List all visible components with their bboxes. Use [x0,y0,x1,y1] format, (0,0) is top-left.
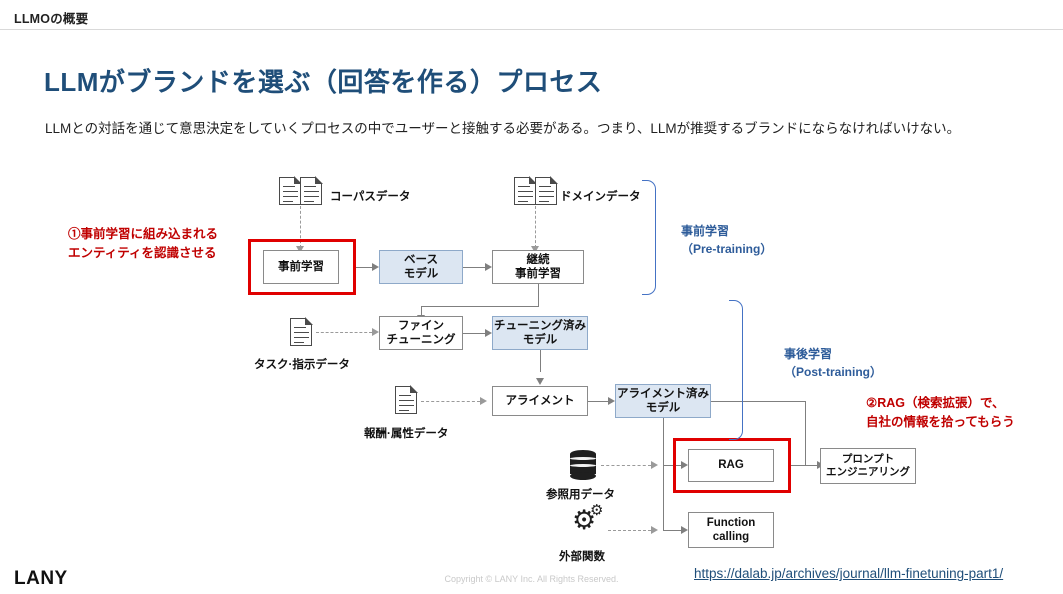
arrow-line-base-continued [463,267,485,268]
arrow-line-trunk-function [663,530,681,531]
arrow-head-trunk-function [681,526,688,534]
arrow-line-continued-left [421,306,539,307]
source-link[interactable]: https://dalab.jp/archives/journal/llm-fi… [694,566,1004,581]
task-feed-line [316,332,372,333]
node-prompt-engineering: プロンプト エンジニアリング [820,448,916,484]
label-pre-training: 事前学習 （Pre-training） [681,224,773,256]
reference-feed-line [601,465,651,466]
highlight-box-rag [673,438,791,493]
label-external-function: 外部関数 [559,551,605,563]
arrow-line-aligned-right [711,401,805,402]
arrow-line-tuned-down [540,350,541,371]
arrow-head-finetune-tuned [485,329,492,337]
domain-doc-icon-2 [535,176,558,205]
node-continued-pretrain: 継続 事前学習 [492,250,584,284]
label-task-instruction-data: タスク·指示データ [254,359,350,371]
corpus-feed-arrow [296,246,304,253]
domain-feed-arrow [531,246,539,253]
highlight-box-pretrain [248,239,356,295]
label-post-training: 事後学習 （Post-training） [784,347,882,379]
arrow-line-aligned-down [805,401,806,465]
arrow-line-rag-prompt [791,465,817,466]
node-alignment-label: アライメント [505,394,575,407]
reward-doc-icon [395,385,418,414]
annotation-two: ②RAG（検索拡張）で、 自社の情報を拾ってもらう [866,396,1015,429]
node-function-calling: Function calling [688,512,774,548]
reward-feed-arrow [480,397,487,405]
page-subtitle: LLMとの対話を通じて意思決定をしていくプロセスの中でユーザーと接触する必要があ… [45,121,961,136]
node-pretrain: 事前学習 [263,250,339,284]
arrow-head-tuned-alignment [536,378,544,385]
domain-feed-line [535,206,536,248]
arrow-line-tuned-left [540,371,541,372]
node-finetune: ファイン チューニング [379,316,463,350]
arrow-line-trunk-down [663,418,664,530]
annotation-one: ①事前学習に組み込まれる エンティティを認識させる [68,227,219,260]
arrow-head-base-continued [485,263,492,271]
label-reference-data: 参照用データ [546,489,615,501]
page-title: LLMがブランドを選ぶ（回答を作る）プロセス [44,67,603,97]
arrow-head-pretrain-base [372,263,379,271]
task-doc-icon [290,317,313,346]
copyright-text: Copyright © LANY Inc. All Rights Reserve… [444,574,619,584]
reward-feed-line [421,401,480,402]
reference-feed-arrow [651,461,658,469]
pre-training-brace [642,180,656,295]
label-corpus-data: コーパスデータ [330,191,411,203]
header-bar [0,0,1063,30]
arrow-head-trunk-rag [681,461,688,469]
node-tuned-model: チューニング済み モデル [492,316,588,350]
node-rag-label: RAG [718,459,744,472]
arrow-line-pretrain-base [356,267,372,268]
task-feed-arrow [372,328,379,336]
label-reward-attribute-data: 報酬·属性データ [364,428,449,440]
domain-doc-icon-1 [514,176,537,205]
arrow-line-to-finetune [421,306,422,317]
function-feed-line [608,530,651,531]
node-aligned-model: アライメント済み モデル [615,384,711,418]
corpus-doc-icon-1 [279,176,302,205]
corpus-feed-line [300,206,301,248]
label-domain-data: ドメインデータ [560,191,641,203]
arrow-line-finetune-tuned [463,333,485,334]
arrow-head-alignment-aligned [608,397,615,405]
header-title: LLMOの概要 [14,12,89,26]
node-alignment: アライメント [492,386,588,416]
reference-db-icon [570,450,596,480]
brand-logo: LANY [14,568,68,589]
arrow-line-continued-down [538,284,539,306]
node-pretrain-label: 事前学習 [278,260,324,273]
node-base-model: ベース モデル [379,250,463,284]
arrow-line-alignment-aligned [588,401,608,402]
external-function-gear-icon: ⚙⚙ [572,502,604,535]
node-rag: RAG [688,449,774,482]
corpus-doc-icon-2 [300,176,323,205]
post-training-brace [729,300,743,440]
arrow-line-trunk-rag [663,465,681,466]
function-feed-arrow [651,526,658,534]
